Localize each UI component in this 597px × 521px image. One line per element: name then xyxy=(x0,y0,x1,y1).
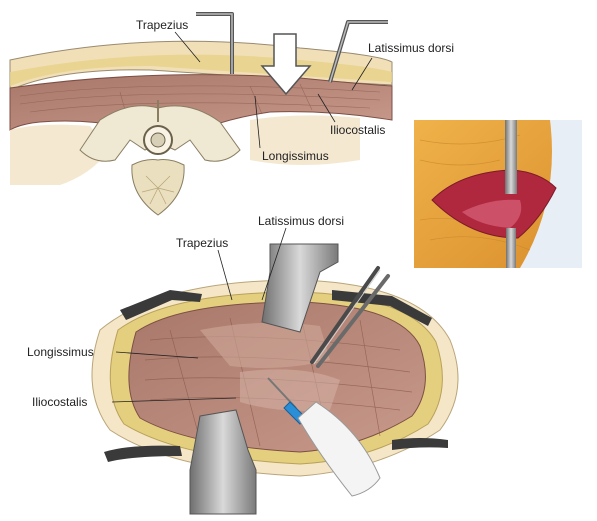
retractor-bar-bottom-left xyxy=(104,445,182,462)
label-top-iliocostalis: Iliocostalis xyxy=(330,123,385,137)
surgical-field xyxy=(91,227,459,515)
electrocautery xyxy=(267,377,381,497)
muscle-fibers xyxy=(19,83,381,129)
photo-retractor-bottom xyxy=(506,228,516,268)
label-top-trapezius: Trapezius xyxy=(136,18,188,32)
retractor-bar-right-bottom xyxy=(392,438,448,450)
forceps xyxy=(310,266,390,368)
retractor-blade-bottom xyxy=(189,409,257,515)
label-top-longissimus: Longissimus xyxy=(262,149,329,163)
vertebral-body xyxy=(131,159,185,216)
approach-arrow xyxy=(260,33,312,96)
cautery-handle xyxy=(297,401,381,497)
deep-tissue xyxy=(10,124,110,185)
label-bottom-trapezius: Trapezius xyxy=(176,236,228,250)
retractor-clamp-left xyxy=(120,290,202,320)
label-bottom-longissimus: Longissimus xyxy=(27,345,94,359)
intraoperative-photo xyxy=(414,120,582,268)
label-bottom-latissimus: Latissimus dorsi xyxy=(258,214,344,228)
label-top-latissimus: Latissimus dorsi xyxy=(368,41,454,55)
label-bottom-iliocostalis: Iliocostalis xyxy=(32,395,87,409)
photo-retractor-top xyxy=(505,120,517,194)
vertebra xyxy=(79,100,241,216)
cross-section xyxy=(9,12,393,216)
